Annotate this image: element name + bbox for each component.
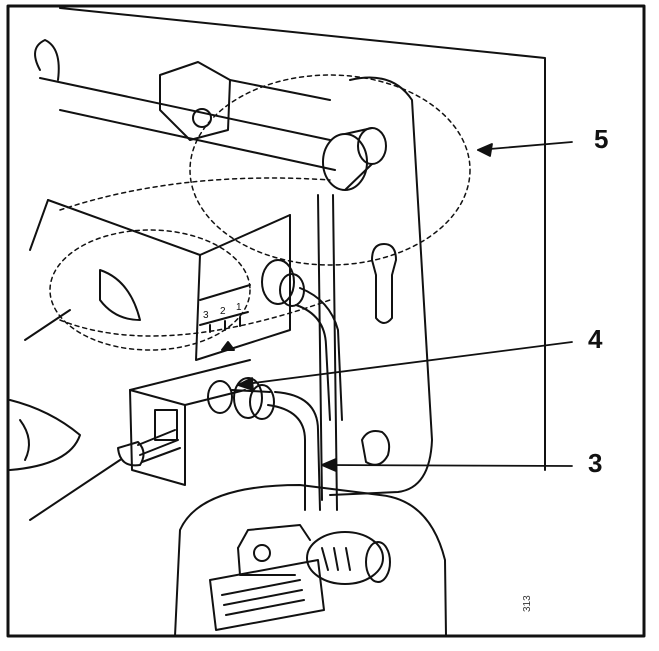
bracket-block <box>24 199 291 361</box>
fitting-nut <box>207 377 275 420</box>
arrowhead-4 <box>237 377 254 391</box>
base-housing <box>174 484 447 637</box>
lower-bracket <box>29 359 251 521</box>
leader-lines <box>237 141 573 472</box>
keyhole-slots <box>361 243 397 466</box>
pivot-knob <box>322 127 387 191</box>
arrowhead-3 <box>321 458 337 472</box>
frame-border <box>6 4 646 638</box>
vertical-tube <box>267 194 338 511</box>
leader-4 <box>237 341 573 386</box>
scale-numerals: 3 2 1 <box>203 302 242 321</box>
hidden-outline-dashed <box>49 74 471 351</box>
callout-3: 3 <box>588 448 603 478</box>
upper-arm-rod <box>34 39 336 171</box>
figure-reference: 313 <box>522 595 533 612</box>
callout-4: 4 <box>588 324 603 354</box>
scale-mark: 2 <box>220 306 226 317</box>
arrowhead-5 <box>477 143 493 157</box>
callout-5: 5 <box>594 124 609 154</box>
scale-mark: 1 <box>236 302 242 313</box>
leader-3 <box>321 464 573 467</box>
leader-5 <box>477 141 573 151</box>
scale-mark: 3 <box>203 310 209 321</box>
rear-panel <box>59 7 546 496</box>
left-side-detail <box>9 269 141 471</box>
